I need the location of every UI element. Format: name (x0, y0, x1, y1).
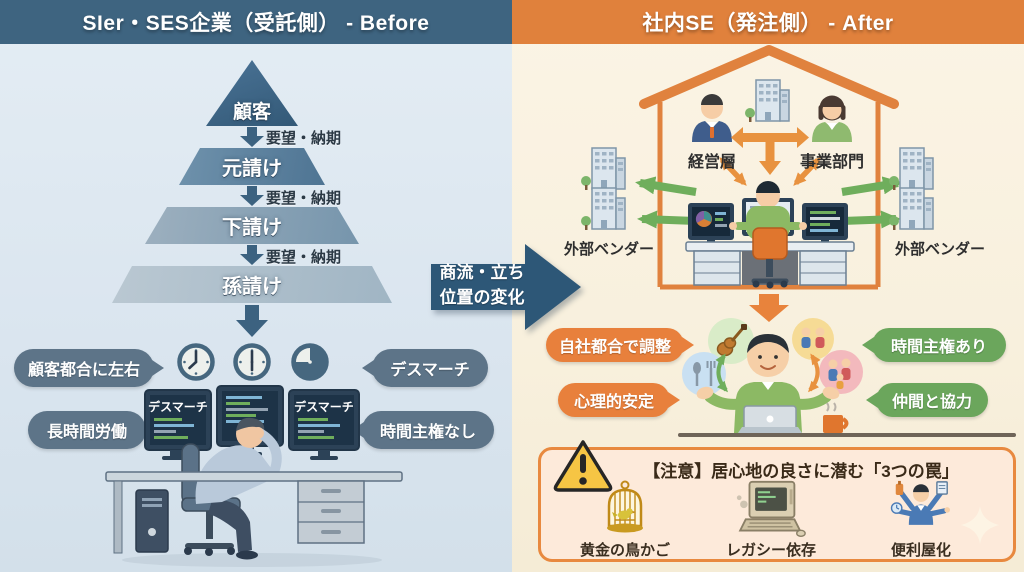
right-arrow-icon (431, 244, 581, 330)
pyramid-label: 顧客 (232, 102, 271, 123)
floor-shadow (122, 553, 382, 567)
se-desk-scene (685, 181, 855, 289)
after-header-title: 社内SE（発注側） - After (642, 12, 894, 35)
benefit-bubble-own-schedule: 自社都合で調整 (546, 328, 684, 362)
benefit-bubble-teamwork: 仲間と協力 (876, 383, 988, 417)
company-building-icon (744, 79, 790, 123)
down-arrow-icon (236, 305, 268, 337)
down-arrow-icon (240, 245, 264, 265)
trap-label: 黄金の鳥かご (579, 542, 670, 559)
down-arrow-icon (240, 127, 264, 147)
transition-line2: 位置の変化 (439, 288, 525, 307)
cycle-arrow-left-icon (715, 353, 728, 393)
bubble-label: デスマーチ (390, 362, 470, 379)
pyramid-level-prime-contractor: 元請け (179, 148, 325, 185)
legacy-computer-icon (736, 480, 806, 538)
bubble-label: 長時間労働 (46, 424, 127, 441)
monitor-icon: デスマーチ (144, 389, 212, 460)
cycle-arrow-right-icon (808, 353, 821, 393)
monitor-icon (688, 203, 734, 245)
transition-arrow: 商流・立ち 位置の変化 (431, 236, 585, 338)
before-header-title: SIer・SES企業（受託側） - Before (82, 12, 430, 35)
vendor-arrows-left (635, 176, 697, 229)
desk-drawers (693, 250, 847, 286)
before-header: SIer・SES企業（受託側） - Before (0, 0, 512, 44)
vendor-right-label: 外部ベンダー (894, 241, 985, 258)
sparkle-icon (961, 506, 999, 544)
hobby-guitar-icon (708, 318, 754, 364)
pain-bubble-customer-driven: 顧客都合に左右 (14, 349, 154, 387)
clock-icon (177, 343, 215, 381)
bubble-label: 時間主権なし (379, 424, 476, 441)
warning-box: 【注意】居心地の良さに潜む「3つの罠」 黄金の鳥かご (538, 440, 1016, 562)
pain-bubble-death-march: デスマーチ (372, 349, 488, 387)
warning-title: 【注意】居心地の良さに潜む「3つの罠」 (643, 462, 959, 481)
flow-label: 要望・納期 (266, 130, 342, 147)
trap-legacy-dependence: レガシー依存 (709, 480, 833, 560)
down-arrow-icon (749, 294, 789, 322)
trap-label: レガシー依存 (725, 542, 816, 559)
flow-label: 要望・納期 (266, 190, 342, 207)
transition-label: 商流・立ち 位置の変化 (431, 260, 533, 310)
after-illustration (580, 45, 1016, 437)
monitor-text: デスマーチ (294, 399, 354, 414)
management-avatar (692, 94, 732, 142)
trap-handyman: 便利屋化 (859, 480, 983, 560)
vendor-arrows-right (841, 176, 903, 229)
pc-tower-icon (135, 489, 169, 553)
business-dept-avatar (812, 95, 852, 142)
transition-line1: 商流・立ち (439, 263, 525, 282)
after-panel: 社内SE（発注側） - After (512, 0, 1024, 572)
trap-label: 便利屋化 (890, 542, 951, 559)
warning-triangle-icon (553, 440, 613, 492)
monitor-text: デスマーチ (148, 399, 208, 414)
management-se-arrow (719, 157, 747, 186)
benefit-bubble-time-sovereignty: 時間主権あり (872, 328, 1006, 362)
relaxed-person (678, 334, 1016, 437)
laptop-icon (738, 405, 802, 433)
vendor-buildings-right (888, 147, 934, 231)
pyramid-level-sub-subcontractor: 孫請け (112, 266, 392, 303)
down-arrow-icon (240, 186, 264, 206)
after-header: 社内SE（発注側） - After (512, 0, 1024, 44)
bubble-label: 自社都合で調整 (558, 339, 671, 356)
management-label: 経営層 (687, 154, 736, 171)
before-panel: SIer・SES企業（受託側） - Before 顧客 要望・納期 元請け 要望… (0, 0, 512, 572)
pain-bubble-no-time-sovereignty: 時間主権なし (362, 411, 494, 449)
pain-bubble-long-hours: 長時間労働 (28, 411, 146, 449)
stakeholder-arrows (731, 127, 809, 175)
vendor-left-label: 外部ベンダー (563, 241, 654, 258)
business-dept-label: 事業部門 (799, 154, 864, 171)
clock-elapsed-icon (291, 343, 329, 381)
benefit-bubble-psych-safety: 心理的安定 (558, 383, 670, 417)
pyramid-label: 孫請け (222, 276, 282, 298)
business-se-arrow (793, 157, 821, 186)
monitor-icon: デスマーチ (288, 389, 360, 460)
hobby-friends-icon (792, 318, 834, 360)
pyramid-label: 元請け (222, 158, 282, 180)
pyramid-label: 下請け (222, 217, 282, 239)
flow-label: 要望・納期 (266, 249, 342, 266)
bubble-label: 顧客都合に左右 (27, 362, 140, 379)
bubble-label: 心理的安定 (573, 394, 654, 411)
hobby-dining-icon (682, 352, 726, 396)
handyman-icon (890, 480, 950, 525)
desk (105, 471, 403, 554)
monitor-icon (802, 203, 848, 245)
trap-golden-cage: 黄金の鳥かご (563, 480, 687, 560)
vendor-buildings-left (580, 147, 626, 231)
birdcage-icon (607, 480, 643, 533)
hobby-family-icon (819, 350, 863, 394)
clock-icon (233, 343, 271, 381)
pyramid-level-subcontractor: 下請け (145, 207, 359, 244)
bubble-label: 時間主権あり (890, 339, 987, 356)
coffee-mug-icon (823, 402, 849, 433)
burnout-desk-scene: デスマーチ デスマーチ (105, 385, 403, 567)
pyramid-level-customer: 顧客 (206, 60, 298, 126)
office-chair-icon (751, 227, 789, 289)
bubble-label: 仲間と協力 (891, 394, 972, 411)
